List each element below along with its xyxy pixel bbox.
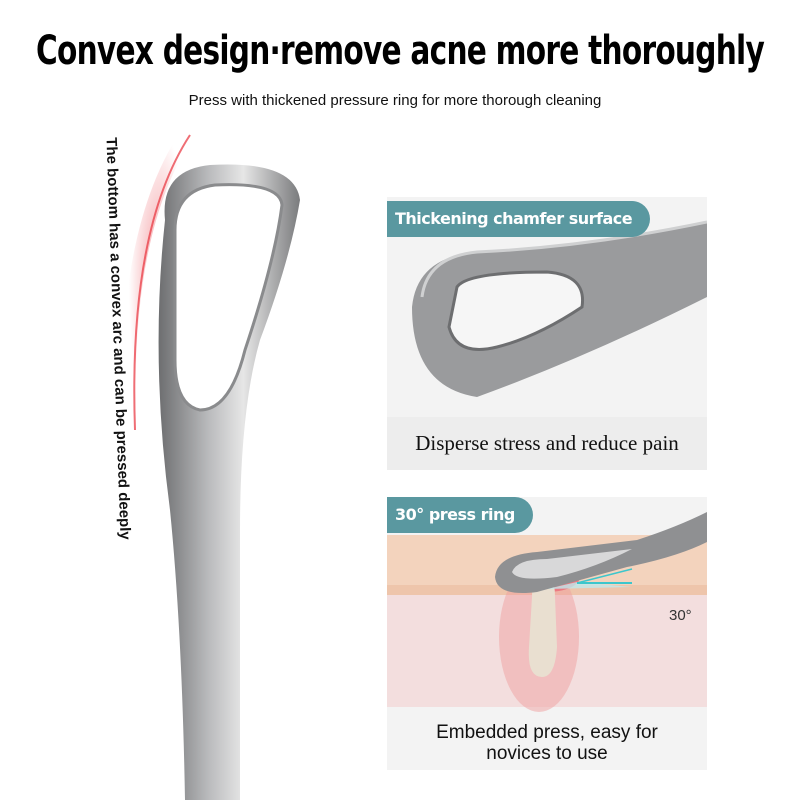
caption-line-2: novices to use: [486, 743, 608, 764]
chamfer-badge: Thickening chamfer surface: [387, 201, 651, 237]
chamfer-caption: Disperse stress and reduce pain: [387, 417, 707, 470]
acne-tool-image: [121, 125, 300, 800]
panel-chamfer: Thickening chamfer surface Disperse stre…: [387, 197, 707, 470]
angle-label: 30°: [669, 607, 692, 624]
caption-line-1: Embedded press, easy for: [436, 722, 658, 743]
press-ring-badge: 30° press ring: [387, 497, 533, 533]
chamfer-closeup-image: [412, 220, 707, 397]
subtitle: Press with thickened pressure ring for m…: [188, 92, 602, 109]
press-illustration: [387, 512, 707, 712]
press-ring-caption: Embedded press, easy for novices to use: [387, 722, 707, 764]
panel-press-ring: 30° 30° press ring Embedded press, easy …: [387, 497, 707, 770]
page-title: Convex design·remove acne more thoroughl…: [35, 28, 765, 74]
